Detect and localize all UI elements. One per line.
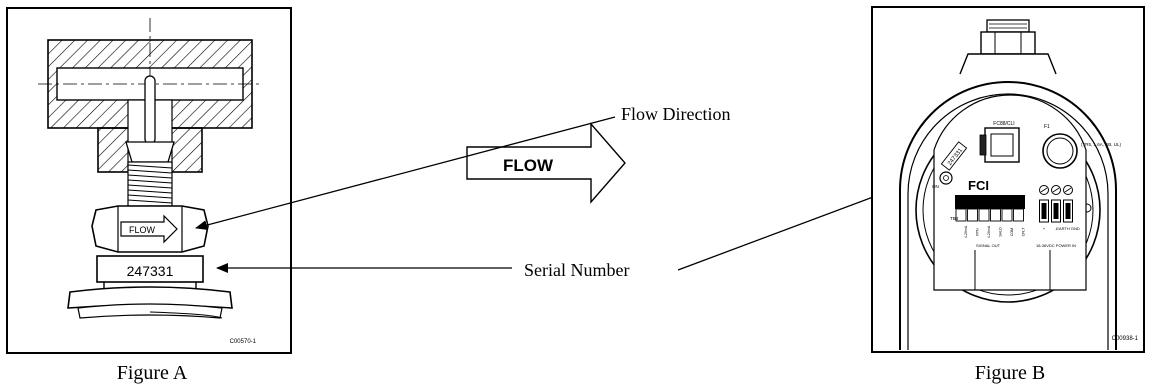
led-label: ON — [932, 184, 939, 189]
flow-label-small: FLOW — [129, 225, 156, 235]
signal-terminal-block — [955, 195, 1025, 209]
signal-out-label: SIGNAL OUT — [976, 243, 1001, 248]
signal-pin — [978, 208, 990, 222]
callout-flow-direction: Flow Direction — [621, 104, 731, 124]
center-flow-arrow: FLOW — [466, 122, 626, 204]
figure-b: 247331 FC88/CLI F1 (TR5, 1.6A, SB, UL) O… — [871, 6, 1145, 353]
callout-serial-number: Serial Number — [524, 260, 629, 280]
fuse-spec: (TR5, 1.6A, SB, UL) — [1081, 142, 1122, 147]
hex-nut: FLOW — [91, 205, 209, 253]
flow-arrow-small — [120, 214, 178, 244]
leader-flow-direction — [195, 116, 616, 231]
signal-pin-label: CFLT — [1022, 227, 1026, 237]
signal-pin — [990, 208, 1001, 222]
serial-band: 247331 — [96, 255, 204, 283]
signal-pin-label: 4-20mA — [987, 225, 991, 238]
power-pin-label: - — [1055, 226, 1057, 231]
circuit-board: 247331 FC88/CLI F1 (TR5, 1.6A, SB, UL) O… — [932, 94, 1122, 291]
conduit-fitting — [959, 19, 1057, 75]
port-label: FC88/CLI — [993, 121, 1014, 127]
signal-pin-label: 4-20mA — [964, 225, 968, 238]
signal-pin-label: COM — [1010, 228, 1014, 236]
terminal-label: TB3 — [950, 216, 959, 221]
fuse-label: F1 — [1044, 124, 1050, 130]
figure-a-caption: Figure A — [117, 362, 188, 384]
signal-pin — [955, 208, 967, 222]
figure-b-caption: Figure B — [975, 362, 1046, 384]
figure-a: FLOW 247331 C00570-1 — [6, 7, 292, 354]
flow-label-large: FLOW — [503, 156, 554, 175]
signal-pin — [1001, 208, 1013, 222]
sensor-probe — [125, 75, 175, 207]
signal-pin-label: SHLD — [999, 227, 1003, 237]
base-fitting — [67, 282, 233, 319]
power-pin-label: + — [1043, 226, 1046, 231]
leader-lines — [195, 116, 941, 273]
figure-b-code: C00938-1 — [1112, 336, 1139, 342]
figure-a-code: C00570-1 — [230, 339, 257, 345]
power-label: 18-36VDC POWER IN — [1036, 243, 1076, 248]
signal-pin-label: RTN — [976, 228, 980, 236]
brand-logo: FCI — [968, 178, 989, 193]
power-pin-label: EARTH GND — [1056, 226, 1080, 231]
signal-pin — [1013, 208, 1024, 222]
signal-pin — [967, 208, 978, 222]
serial-number-a: 247331 — [127, 263, 174, 279]
